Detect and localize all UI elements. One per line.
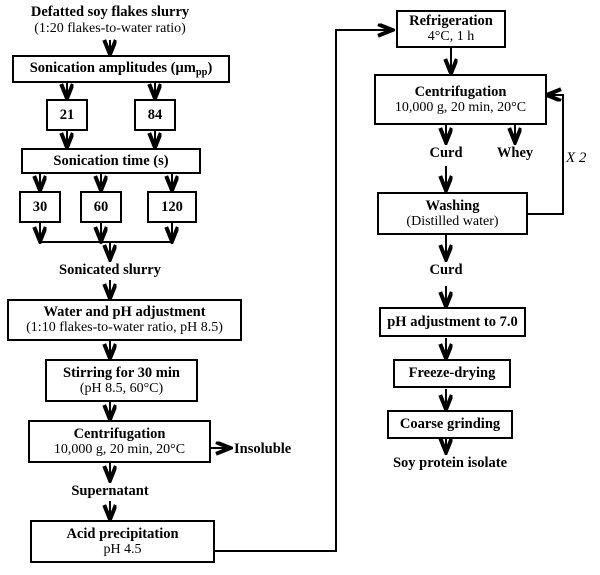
node-time-60[interactable]: 60 bbox=[80, 191, 122, 223]
wire-acid-to-refrigeration bbox=[215, 30, 392, 552]
repeat-x2-text: X 2 bbox=[566, 150, 587, 166]
node-water-ph-adjustment-line2: (1:10 flakes-to-water ratio, pH 8.5) bbox=[26, 320, 223, 336]
node-stirring-line1: Stirring for 30 min bbox=[63, 364, 180, 381]
node-time-120[interactable]: 120 bbox=[147, 191, 197, 223]
repeat-x2-label: X 2 bbox=[566, 150, 598, 167]
node-freeze-drying-label: Freeze-drying bbox=[408, 365, 496, 382]
node-time-60-label: 60 bbox=[93, 198, 109, 215]
node-amplitude-84-label: 84 bbox=[147, 106, 163, 123]
node-acid-precipitation-line2: pH 4.5 bbox=[103, 541, 142, 557]
node-sonication-time-label: Sonication time (s) bbox=[53, 152, 169, 169]
node-washing-line1: Washing bbox=[425, 197, 480, 214]
node-freeze-drying[interactable]: Freeze-drying bbox=[393, 359, 511, 388]
node-stirring[interactable]: Stirring for 30 min (pH 8.5, 60°C) bbox=[45, 359, 198, 402]
node-acid-precipitation[interactable]: Acid precipitation pH 4.5 bbox=[30, 520, 215, 563]
curd-label-top: Curd bbox=[406, 145, 486, 162]
end-label-text: Soy protein isolate bbox=[392, 455, 508, 471]
supernatant-label: Supernatant bbox=[42, 483, 178, 500]
start-label: Defatted soy flakes slurry (1:20 flakes-… bbox=[10, 4, 210, 37]
node-centrifugation-right-line2: 10,000 g, 20 min, 20°C bbox=[394, 99, 527, 115]
node-coarse-grinding-label: Coarse grinding bbox=[399, 416, 501, 433]
node-sonication-amplitudes-label: Sonication amplitudes (μmpp) bbox=[29, 59, 213, 78]
node-amplitude-21[interactable]: 21 bbox=[46, 99, 88, 131]
start-label-line1: Defatted soy flakes slurry bbox=[30, 4, 190, 20]
start-label-line2: (1:20 flakes-to-water ratio) bbox=[34, 20, 186, 36]
node-refrigeration-line1: Refrigeration bbox=[409, 13, 493, 30]
node-time-30[interactable]: 30 bbox=[19, 191, 61, 223]
node-time-30-label: 30 bbox=[32, 198, 48, 215]
curd-label-bottom: Curd bbox=[406, 262, 486, 279]
sonicated-slurry-label: Sonicated slurry bbox=[30, 262, 190, 279]
node-amplitude-21-label: 21 bbox=[59, 106, 75, 123]
node-coarse-grinding[interactable]: Coarse grinding bbox=[387, 410, 513, 439]
node-water-ph-adjustment-line1: Water and pH adjustment bbox=[43, 304, 206, 321]
whey-label-text: Whey bbox=[496, 145, 534, 161]
insoluble-label: Insoluble bbox=[234, 441, 314, 458]
node-stirring-line2: (pH 8.5, 60°C) bbox=[79, 380, 164, 396]
node-centrifugation-left-line2: 10,000 g, 20 min, 20°C bbox=[53, 441, 186, 457]
node-centrifugation-right-line1: Centrifugation bbox=[414, 83, 507, 100]
node-sonication-time[interactable]: Sonication time (s) bbox=[21, 148, 201, 174]
whey-label: Whey bbox=[475, 145, 555, 162]
node-centrifugation-left-line1: Centrifugation bbox=[73, 425, 166, 442]
node-acid-precipitation-line1: Acid precipitation bbox=[66, 525, 179, 542]
end-label: Soy protein isolate bbox=[376, 455, 524, 472]
supernatant-label-text: Supernatant bbox=[71, 483, 149, 499]
node-sonication-amplitudes[interactable]: Sonication amplitudes (μmpp) bbox=[12, 55, 230, 83]
curd-label-bottom-text: Curd bbox=[429, 262, 463, 278]
curd-label-top-text: Curd bbox=[429, 145, 463, 161]
node-refrigeration[interactable]: Refrigeration 4°C, 1 h bbox=[396, 10, 506, 48]
sonicated-slurry-label-text: Sonicated slurry bbox=[59, 262, 161, 278]
node-ph-adjustment-70-label: pH adjustment to 7.0 bbox=[387, 313, 518, 330]
node-refrigeration-line2: 4°C, 1 h bbox=[427, 29, 475, 45]
node-time-120-label: 120 bbox=[161, 198, 183, 215]
insoluble-label-text: Insoluble bbox=[234, 441, 292, 457]
node-amplitude-84[interactable]: 84 bbox=[134, 99, 176, 131]
node-washing-line2: (Distilled water) bbox=[406, 213, 499, 229]
node-centrifugation-right[interactable]: Centrifugation 10,000 g, 20 min, 20°C bbox=[374, 74, 547, 125]
node-washing[interactable]: Washing (Distilled water) bbox=[377, 192, 528, 235]
node-centrifugation-left[interactable]: Centrifugation 10,000 g, 20 min, 20°C bbox=[28, 420, 211, 463]
node-ph-adjustment-70[interactable]: pH adjustment to 7.0 bbox=[379, 307, 526, 337]
node-water-ph-adjustment[interactable]: Water and pH adjustment (1:10 flakes-to-… bbox=[7, 299, 242, 341]
